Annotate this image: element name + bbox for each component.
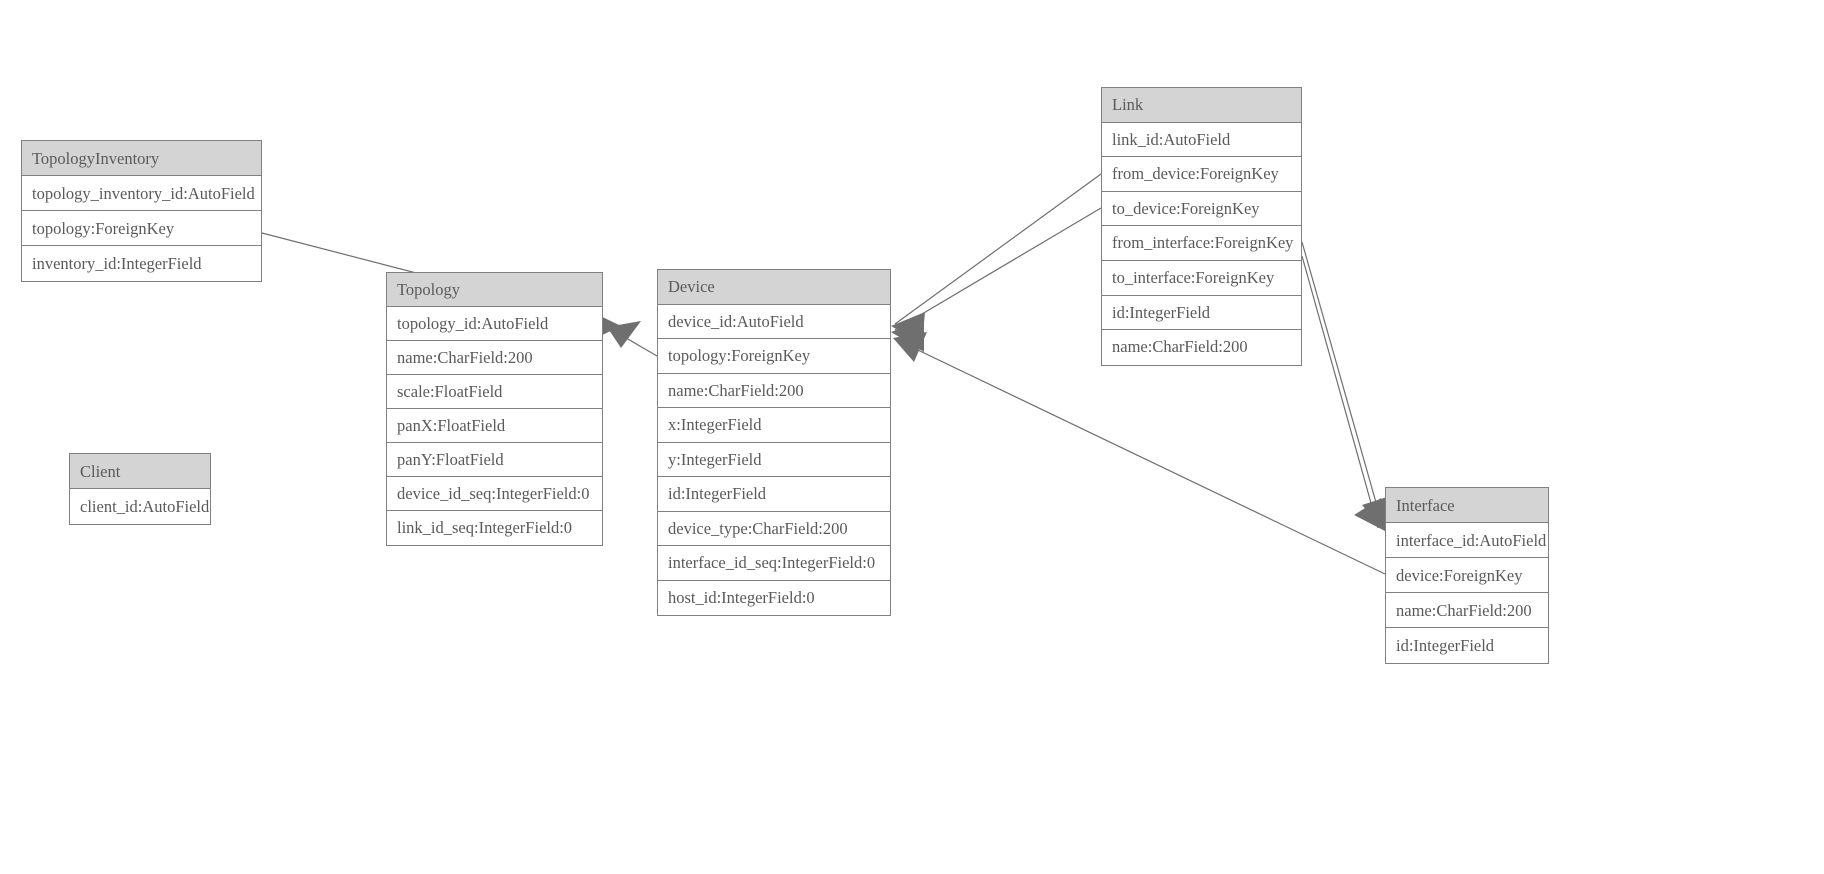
entity-field-row[interactable]: to_device:ForeignKey bbox=[1102, 191, 1301, 227]
relationship-arrowhead bbox=[891, 320, 924, 352]
entity-field-row[interactable]: name:CharField:200 bbox=[658, 373, 890, 408]
relationship-link-to_device bbox=[891, 207, 1102, 352]
entity-field-row[interactable]: inventory_id:IntegerField bbox=[22, 246, 261, 281]
entity-field-row[interactable]: name:CharField:200 bbox=[387, 341, 602, 375]
entity-field-row[interactable]: device_id:AutoField bbox=[658, 304, 890, 339]
entity-field-row[interactable]: to_interface:ForeignKey bbox=[1102, 260, 1301, 296]
entity-field-row[interactable]: from_device:ForeignKey bbox=[1102, 157, 1301, 192]
relationship-line bbox=[894, 173, 1102, 325]
entity-field-row[interactable]: link_id:AutoField bbox=[1102, 122, 1301, 158]
entity-field-row[interactable]: host_id:IntegerField:0 bbox=[658, 580, 890, 615]
entity-title-link: Link bbox=[1102, 88, 1301, 123]
relationship-arrowhead bbox=[893, 332, 927, 362]
entity-field-row[interactable]: y:IntegerField bbox=[658, 442, 890, 477]
entity-field-row[interactable]: topology:ForeignKey bbox=[22, 211, 261, 246]
entity-field-row[interactable]: topology_inventory_id:AutoField bbox=[22, 176, 261, 211]
entity-field-row[interactable]: device_id_seq:IntegerField:0 bbox=[387, 477, 602, 511]
entity-field-row[interactable]: link_id_seq:IntegerField:0 bbox=[387, 511, 602, 545]
relationship-line bbox=[1301, 255, 1379, 529]
entity-field-row[interactable]: topology_id:AutoField bbox=[387, 307, 602, 341]
entity-title-client: Client bbox=[70, 454, 210, 489]
relationship-line bbox=[894, 207, 1102, 331]
relationship-link-from_interface bbox=[1301, 241, 1385, 531]
relationship-line bbox=[608, 327, 658, 357]
entity-field-row[interactable]: client_id:AutoField bbox=[70, 489, 210, 524]
relationship-arrowhead bbox=[891, 312, 925, 344]
relationship-arrowhead bbox=[1354, 498, 1385, 531]
entity-field-row[interactable]: id:IntegerField bbox=[658, 477, 890, 512]
entity-title-device: Device bbox=[658, 270, 890, 305]
entity-field-row[interactable]: panX:FloatField bbox=[387, 409, 602, 443]
relationship-line bbox=[1301, 241, 1384, 528]
relationship-interface-device bbox=[893, 332, 1386, 575]
entity-field-row[interactable]: x:IntegerField bbox=[658, 408, 890, 443]
relationship-device-topology bbox=[607, 321, 658, 357]
entity-title-topology_inventory: TopologyInventory bbox=[22, 141, 261, 176]
entity-field-row[interactable]: interface_id:AutoField bbox=[1386, 523, 1548, 558]
entity-field-row[interactable]: interface_id_seq:IntegerField:0 bbox=[658, 546, 890, 581]
relationship-arrowhead bbox=[1362, 497, 1387, 531]
relationship-line bbox=[896, 339, 1386, 575]
entity-title-interface: Interface bbox=[1386, 488, 1548, 523]
entity-field-row[interactable]: name:CharField:200 bbox=[1102, 330, 1301, 365]
relationship-link-from_device bbox=[891, 173, 1102, 344]
entity-field-row[interactable]: scale:FloatField bbox=[387, 375, 602, 409]
entity-field-row[interactable]: id:IntegerField bbox=[1102, 295, 1301, 331]
entity-field-row[interactable]: name:CharField:200 bbox=[1386, 593, 1548, 628]
entity-field-row[interactable]: topology:ForeignKey bbox=[658, 339, 890, 374]
entity-field-row[interactable]: device:ForeignKey bbox=[1386, 558, 1548, 593]
entity-field-row[interactable]: from_interface:ForeignKey bbox=[1102, 226, 1301, 261]
entity-field-row[interactable]: device_type:CharField:200 bbox=[658, 511, 890, 546]
entity-field-row[interactable]: id:IntegerField bbox=[1386, 628, 1548, 663]
relationship-arrowhead bbox=[607, 321, 641, 348]
entity-title-topology: Topology bbox=[387, 273, 602, 307]
entity-field-row[interactable]: panY:FloatField bbox=[387, 443, 602, 477]
relationship-link-to_interface bbox=[1301, 255, 1387, 531]
